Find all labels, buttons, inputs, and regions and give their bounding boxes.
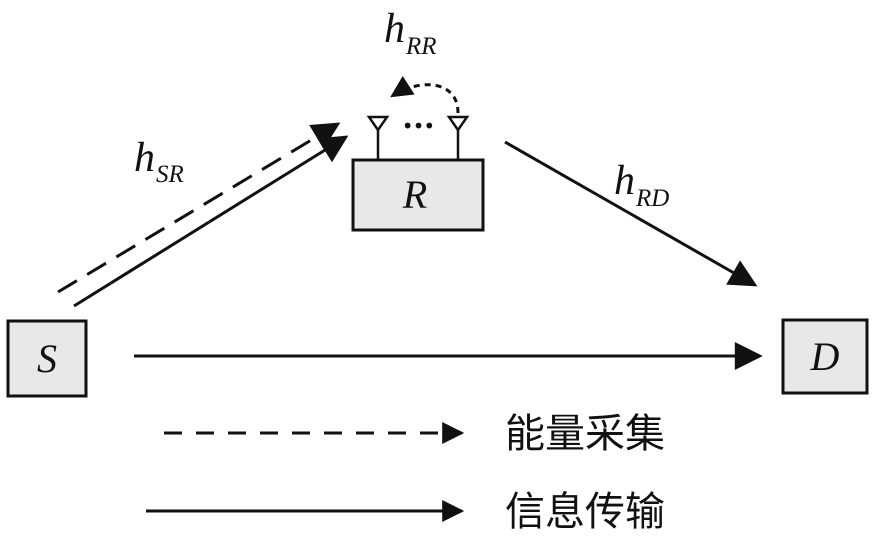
channel-rd-main: h [614,158,635,204]
channel-sr-sub: SR [156,161,184,188]
legend-label-energy: 能量采集 [505,411,665,457]
channel-label-rr: h RR [384,6,437,60]
antenna-icon [449,117,467,160]
channel-rr-main: h [384,6,405,52]
information-arrow-sr [74,137,346,306]
source-label: S [37,336,57,381]
relay-node: R ••• [353,85,483,230]
self-interference-arrow [392,85,458,113]
destination-node: D [783,320,867,393]
antenna-ellipsis: ••• [402,114,434,138]
channel-rr-sub: RR [405,33,437,60]
legend-item-energy: 能量采集 [164,411,665,457]
channel-label-rd: h RD [614,158,669,212]
antenna-icon [369,117,387,160]
source-node: S [8,321,86,396]
channel-label-sr: h SR [134,135,184,188]
channel-rd-sub: RD [635,185,669,212]
energy-harvesting-arrow-sr [58,124,338,292]
destination-label: D [810,334,840,379]
legend: 能量采集 信息传输 [146,411,665,535]
channel-sr-main: h [134,135,155,181]
legend-label-information: 信息传输 [505,489,665,535]
legend-item-information: 信息传输 [146,489,665,535]
relay-label: R [402,172,427,217]
